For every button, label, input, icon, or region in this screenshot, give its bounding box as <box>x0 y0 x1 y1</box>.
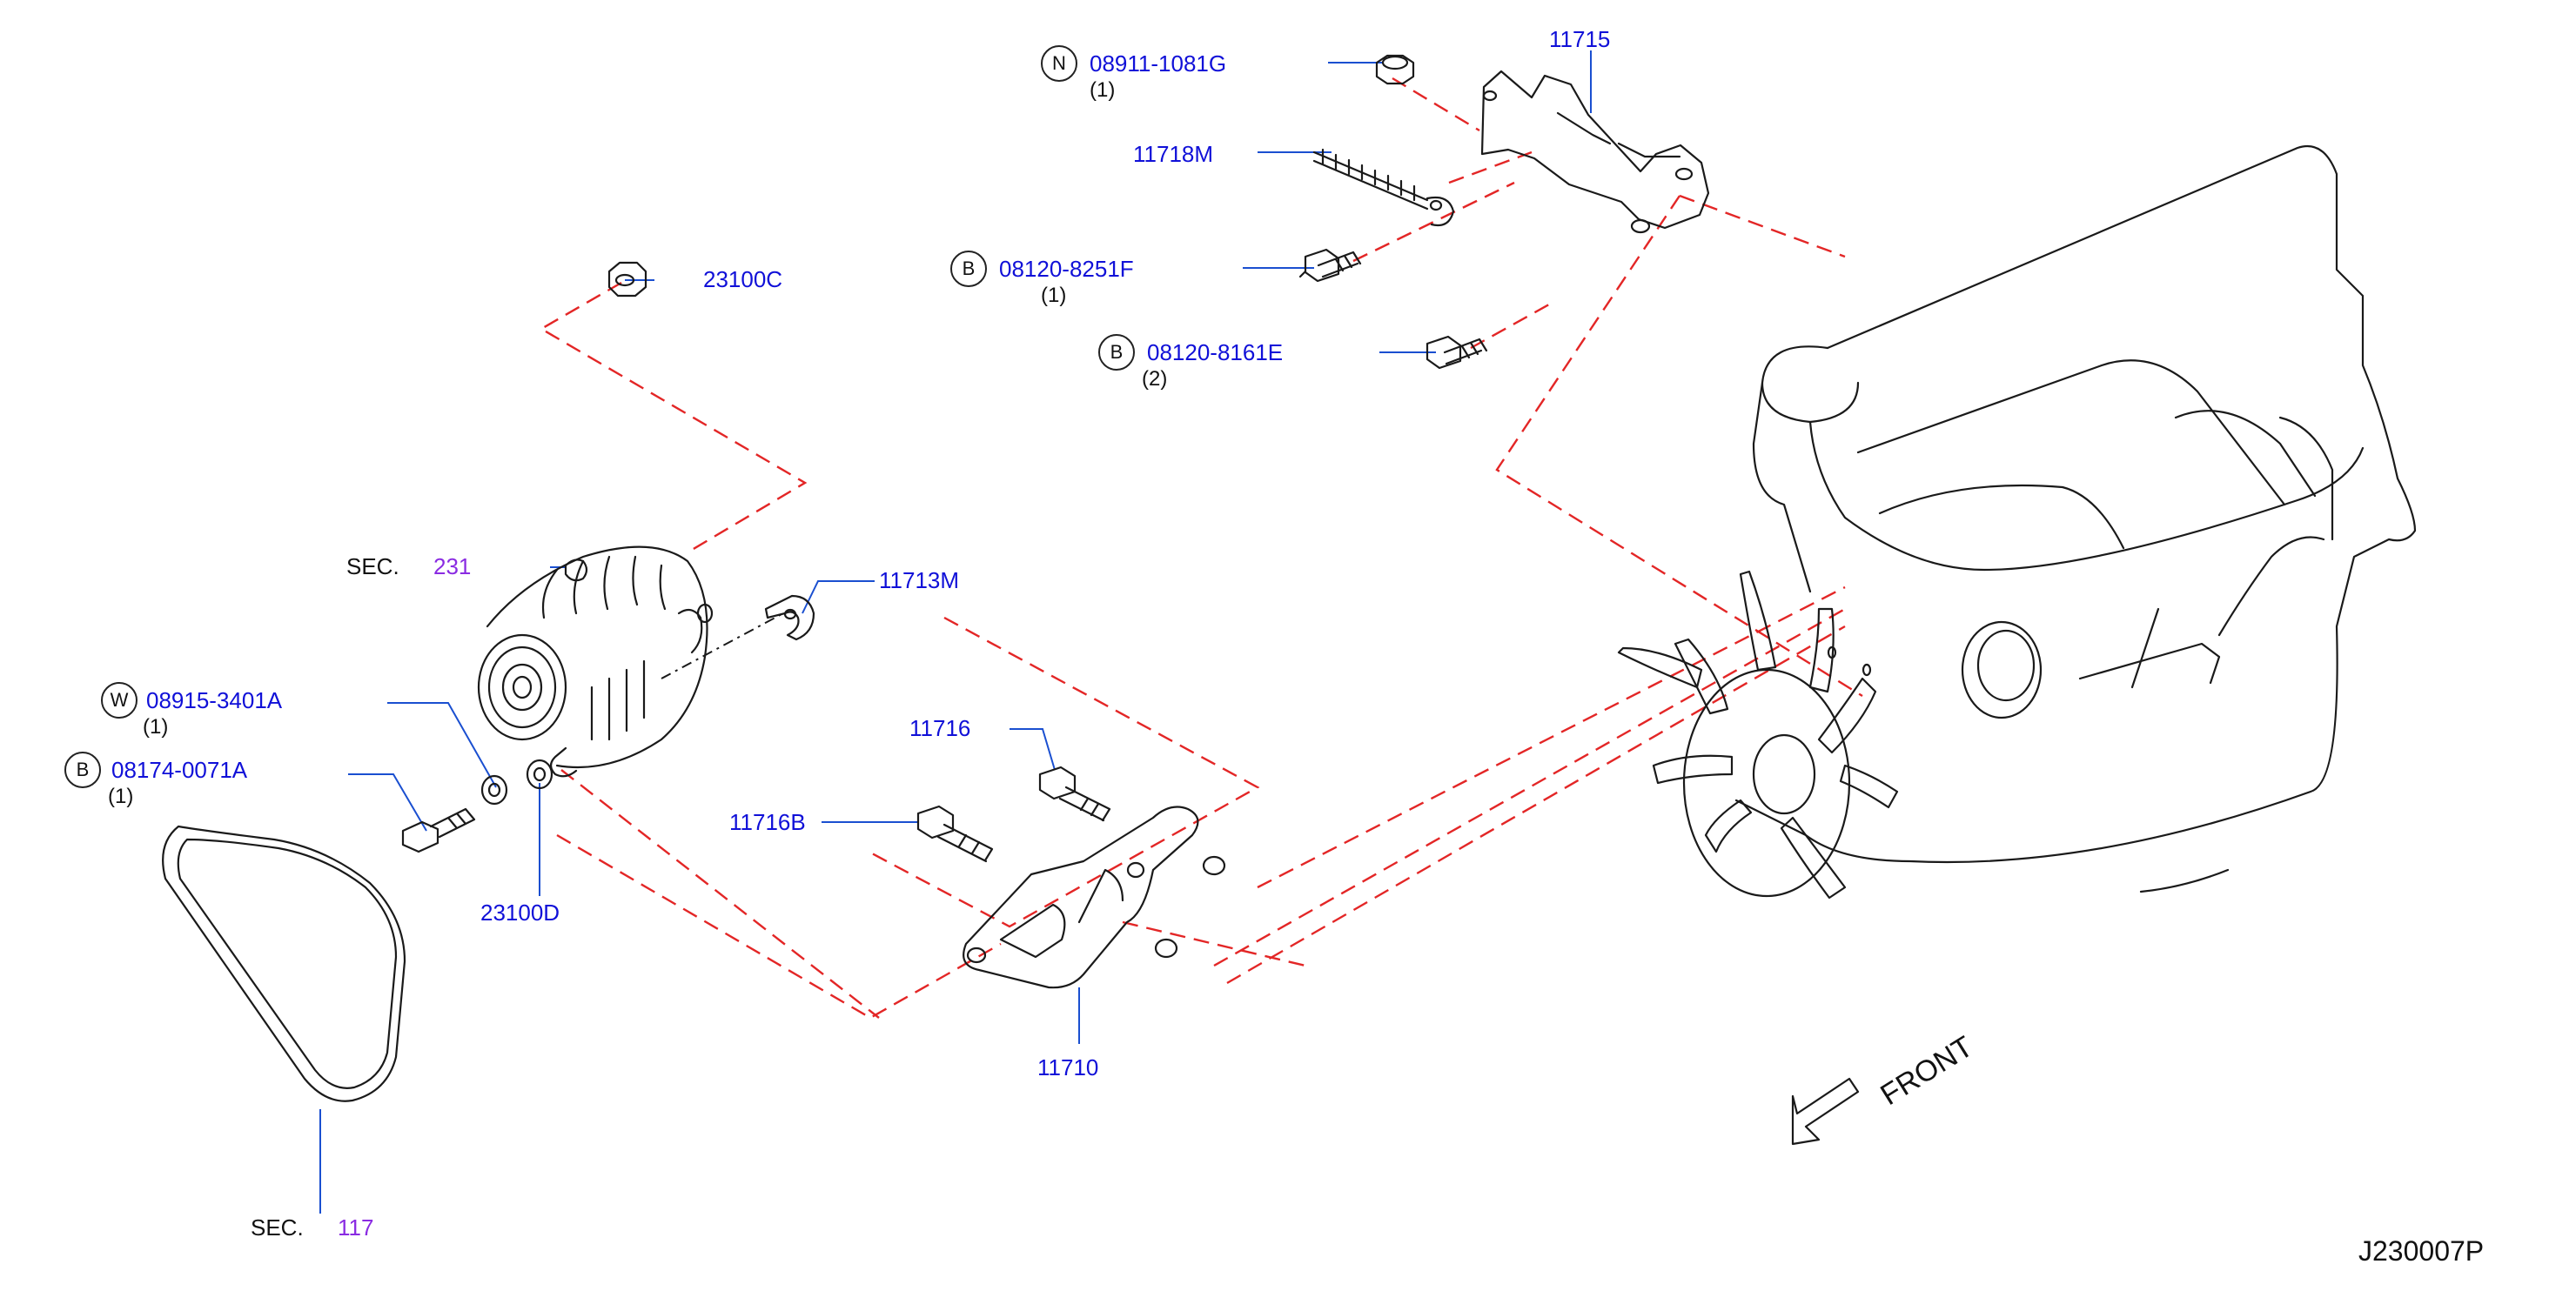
symbol-b-badge: B <box>950 251 987 287</box>
symbol-n-badge: N <box>1041 45 1077 82</box>
part-08911-1081g-qty: (1) <box>1090 78 1116 102</box>
part-08915-3401a-label[interactable]: 08915-3401A <box>146 687 283 713</box>
washer-08915-icon <box>480 774 508 806</box>
section-117-prefix: SEC. <box>251 1214 304 1241</box>
section-231-prefix: SEC. <box>346 553 399 579</box>
section-231-link[interactable]: 231 <box>433 553 472 579</box>
part-11716b-label[interactable]: 11716B <box>729 809 806 835</box>
bracket-11710-icon <box>963 806 1226 989</box>
symbol-b-badge: B <box>64 752 101 788</box>
part-23100c-label[interactable]: 23100C <box>703 266 783 292</box>
symbol-b-badge: B <box>1098 334 1135 371</box>
bolt-08120-8161e-icon <box>1426 335 1488 370</box>
part-08174-0071a-label[interactable]: 08174-0071A <box>111 757 248 783</box>
alternator-centerline <box>661 612 784 679</box>
part-08120-8251f-label[interactable]: 08120-8251F <box>999 256 1134 282</box>
section-117-link[interactable]: 117 <box>338 1214 374 1241</box>
drawing-strokes <box>162 54 2417 1146</box>
bolt-08120-8251f-icon <box>1298 248 1362 283</box>
stud-11718m-icon <box>1312 148 1455 227</box>
bolt-08174-icon <box>401 807 476 853</box>
bracket-11715-icon <box>1480 70 1710 234</box>
part-08911-1081g-label[interactable]: 08911-1081G <box>1090 50 1227 77</box>
nut-23100c-icon <box>607 261 647 298</box>
part-08915-3401a-qty: (1) <box>143 715 169 739</box>
part-08120-8251f-qty: (1) <box>1041 284 1067 307</box>
fan-icon <box>1617 570 1899 900</box>
front-arrow-icon <box>1791 1077 1860 1146</box>
part-11716-label[interactable]: 11716 <box>909 715 971 741</box>
symbol-w-badge: W <box>101 682 138 719</box>
part-08120-8161e-label[interactable]: 08120-8161E <box>1147 339 1284 365</box>
part-08174-0071a-qty: (1) <box>108 785 134 808</box>
engine-block-icon <box>1734 144 2417 893</box>
bolt-11716-icon <box>1038 766 1111 822</box>
leader-lines <box>319 50 1592 1214</box>
alternator-icon <box>477 545 714 778</box>
part-08120-8161e-qty: (2) <box>1142 367 1168 391</box>
washer-23100d-icon <box>526 759 553 790</box>
part-11715-label[interactable]: 11715 <box>1549 26 1611 52</box>
part-11710-label[interactable]: 11710 <box>1037 1054 1099 1080</box>
drive-belt-icon <box>162 825 406 1102</box>
nut-08911-icon <box>1375 54 1415 85</box>
part-11718m-label[interactable]: 11718M <box>1133 141 1214 167</box>
part-23100d-label[interactable]: 23100D <box>480 900 560 926</box>
bracket-11713m-icon <box>764 594 815 641</box>
diagram-code: J230007P <box>2358 1235 2485 1267</box>
dashed-assembly-lines <box>539 77 1863 1020</box>
part-11713m-label[interactable]: 11713M <box>879 567 960 593</box>
bolt-11716b-icon <box>916 805 994 863</box>
